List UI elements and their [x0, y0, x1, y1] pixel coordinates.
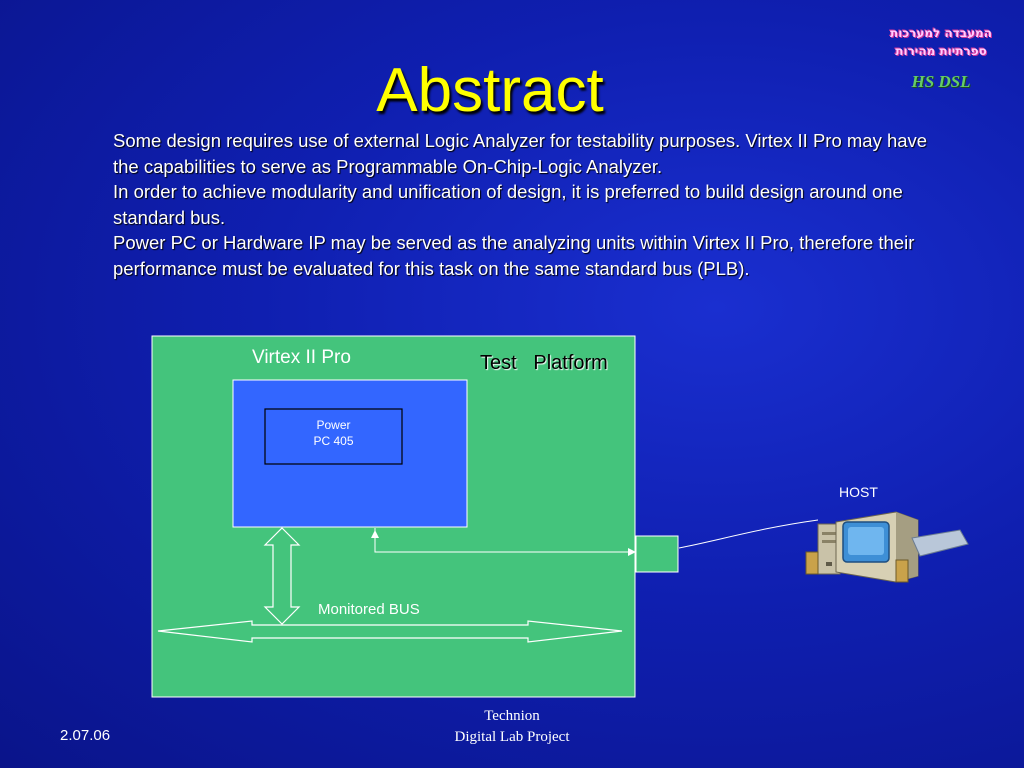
host-cable: [678, 519, 819, 549]
logo-hebrew-line-2: ספרתיות מהירות: [895, 44, 987, 58]
host-computer-icon: [805, 511, 969, 583]
logo-hs-dsl: HS DSL: [911, 72, 971, 91]
paragraph-3: Power PC or Hardware IP may be served as…: [113, 232, 915, 279]
virtex-label: Virtex II Pro: [252, 347, 351, 368]
host-label: HOST: [839, 484, 878, 500]
paragraph-1: Some design requires use of external Log…: [113, 130, 928, 177]
footer-project: Digital Lab Project: [454, 729, 570, 745]
paragraph-2: In order to achieve modularity and unifi…: [113, 181, 903, 228]
port-connection-arrowhead-right: [628, 548, 636, 556]
monitored-bus-arrow: [157, 620, 623, 643]
virtex-bus-arrow: [263, 527, 301, 625]
lab-logo: המעבדה למערכות ספרתיות מהירות HS DSL: [866, 22, 1016, 92]
output-port: [635, 535, 679, 573]
test-platform-label: Test Platform: [480, 352, 608, 374]
powerpc-label: Power PC 405: [265, 417, 402, 449]
footer-credit: Technion Digital Lab Project: [412, 706, 612, 748]
powerpc-block: [264, 408, 403, 465]
slide-title: Abstract: [376, 56, 604, 125]
monitored-bus-label: Monitored BUS: [318, 601, 420, 618]
logo-hebrew-line-1: המעבדה למערכות: [890, 26, 992, 40]
powerpc-label-line-1: Power: [316, 418, 351, 432]
footer-date: 2.07.06: [60, 727, 111, 744]
port-connection-arrowhead-up: [371, 530, 379, 538]
abstract-body: Some design requires use of external Log…: [113, 128, 933, 281]
footer-institution: Technion: [484, 708, 540, 724]
powerpc-label-line-2: PC 405: [313, 434, 354, 448]
